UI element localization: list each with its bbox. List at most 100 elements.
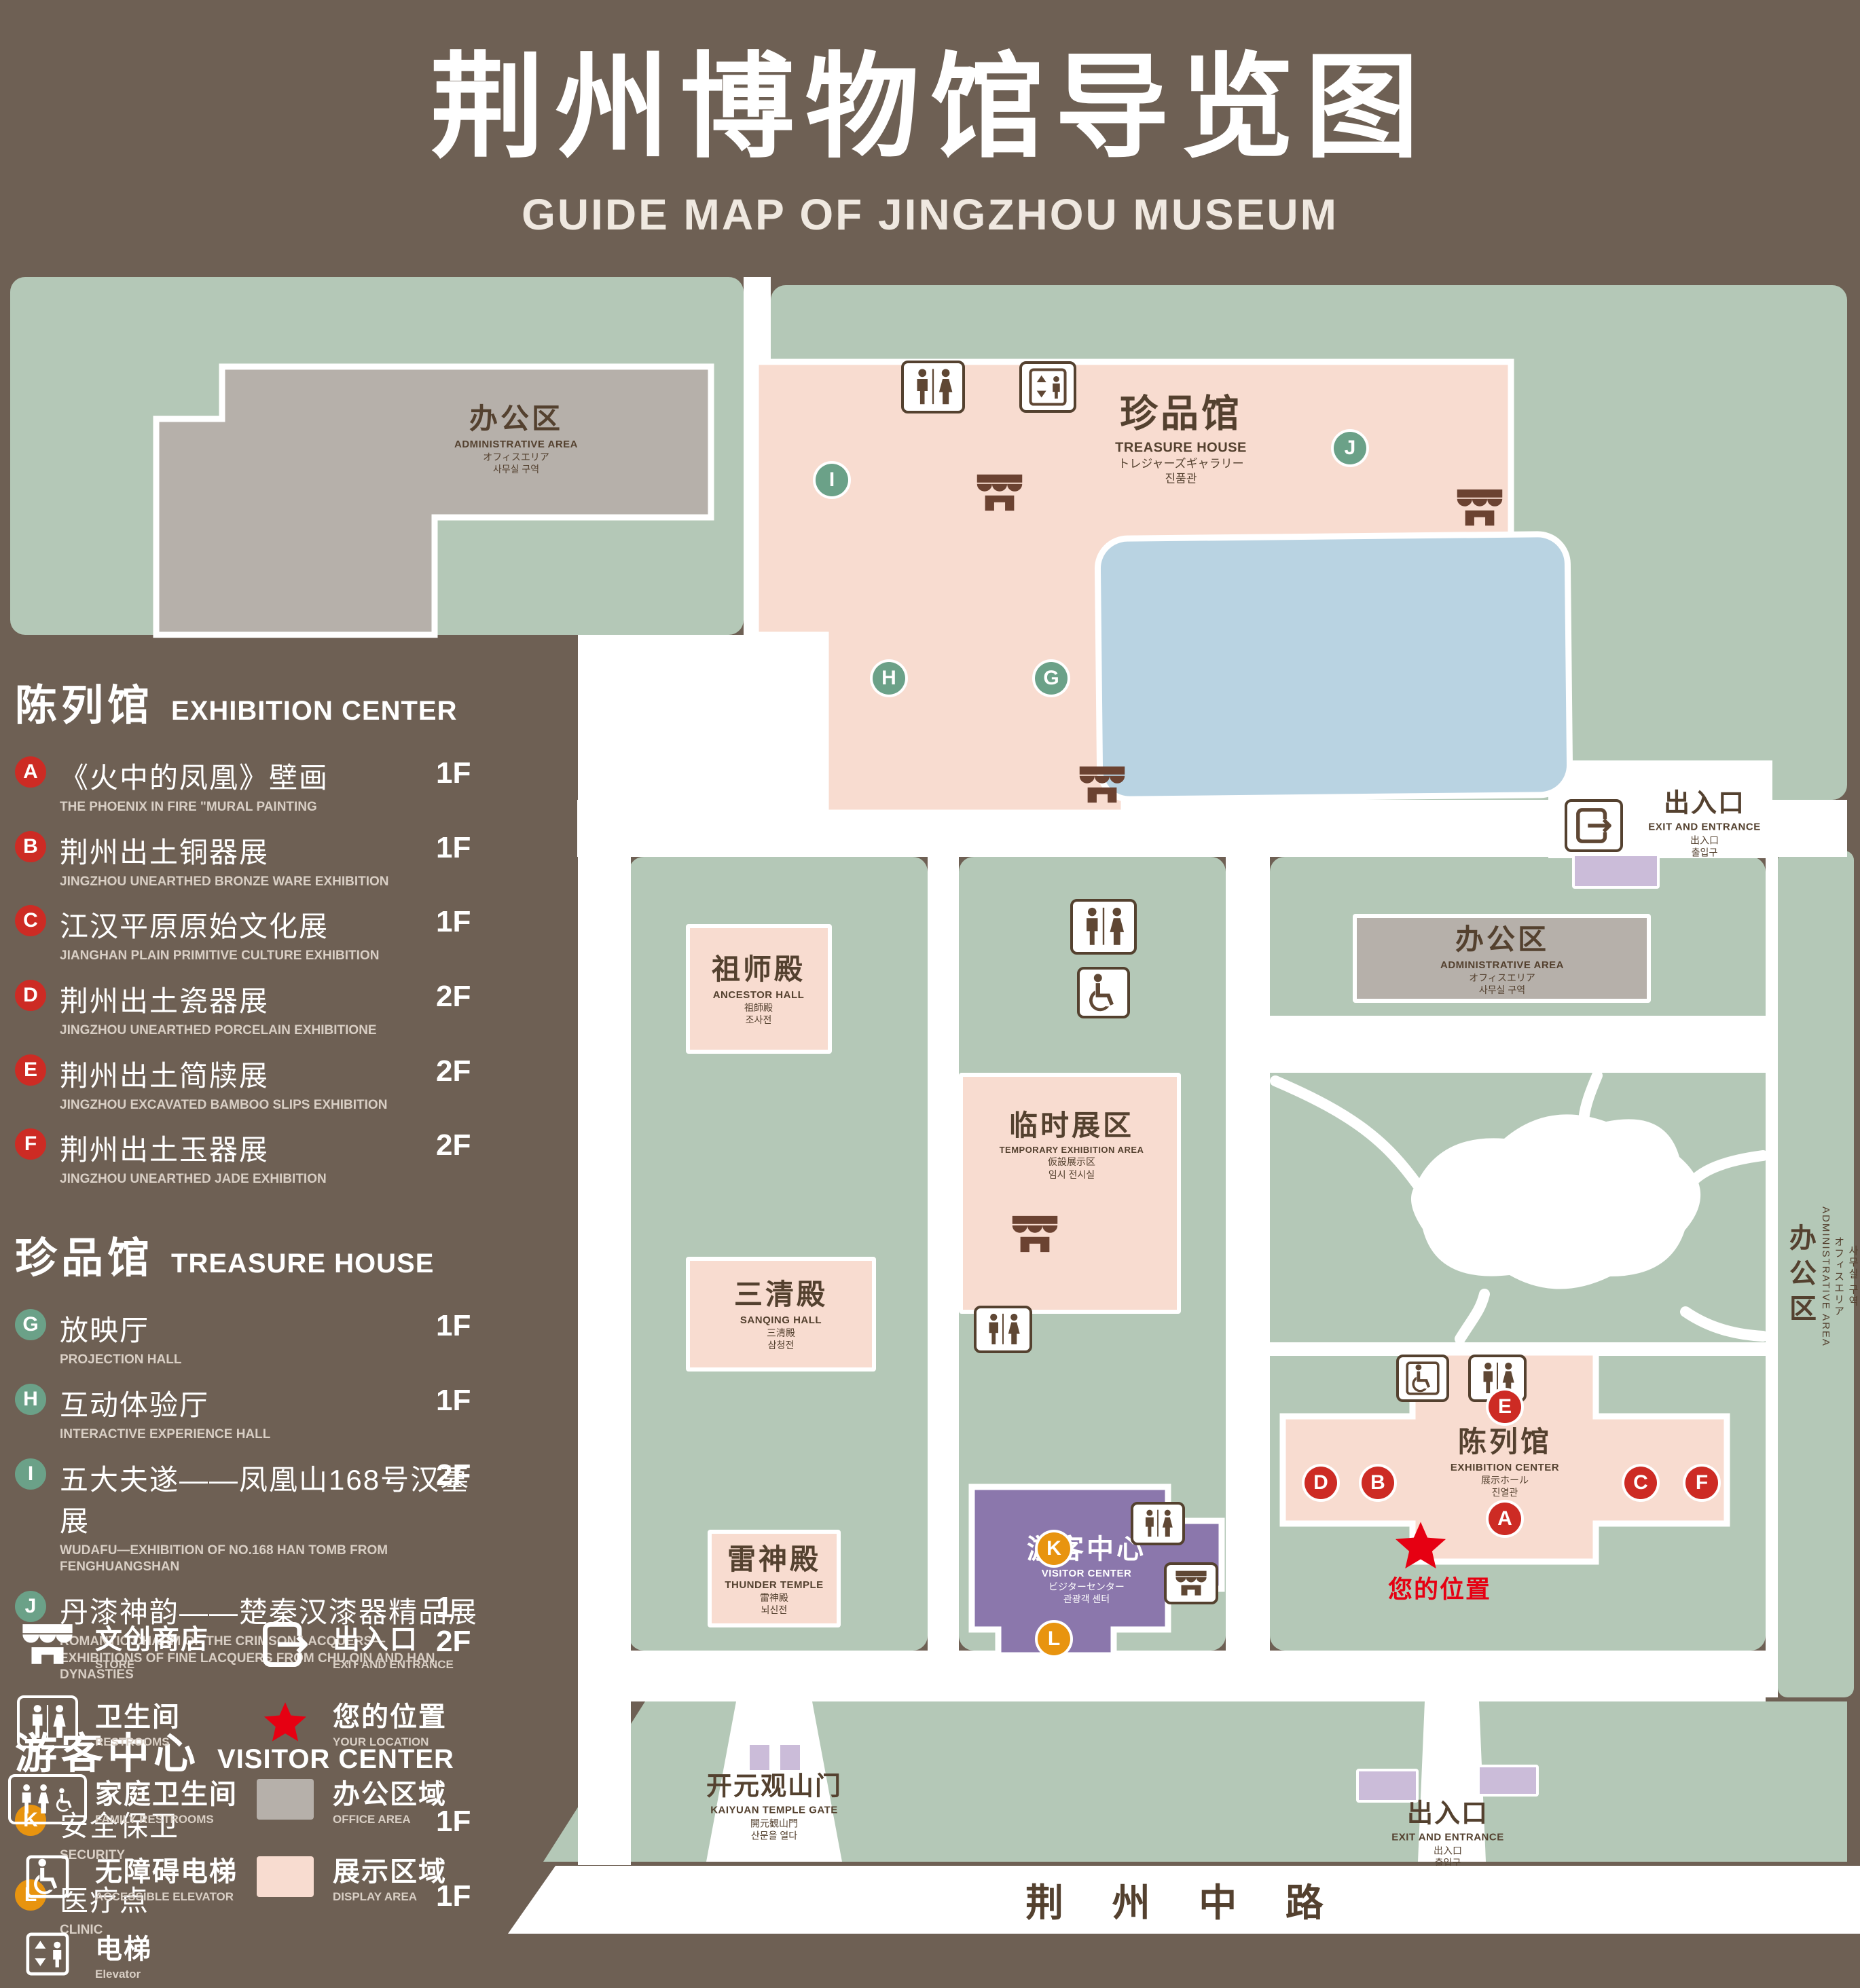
gate-pillar-left	[747, 1742, 772, 1773]
exit-bottom-platform-right	[1477, 1765, 1539, 1797]
legend-item-e: E 荆州出土简牍展 JINGZHOU EXCAVATED BAMBOO SLIP…	[15, 1053, 497, 1114]
map-marker-h: H	[873, 662, 905, 695]
path-exit-opening	[1418, 1701, 1486, 1862]
ancestor-hall-label: 祖师殿 ANCESTOR HALL 祖師殿 조사전	[711, 953, 806, 1026]
path-right-horizontal-2	[1270, 1342, 1766, 1356]
marker-i: I	[15, 1458, 46, 1490]
floor-label: 2F	[436, 1128, 471, 1162]
marker-j: J	[15, 1590, 46, 1622]
floor-label: 1F	[436, 1879, 471, 1913]
map-marker-c: C	[1624, 1467, 1657, 1499]
path-left-vertical	[578, 635, 631, 1865]
symbol-display-area: 展示区域 DISPLAY AREA	[253, 1849, 490, 1904]
symbol-elevator: 电梯 Elevator	[15, 1927, 253, 1981]
floor-label: 1F	[436, 756, 471, 790]
floor-label: 2F	[436, 1054, 471, 1088]
store-icon	[1009, 1213, 1061, 1255]
restroom-icon	[1070, 899, 1137, 955]
your-location-star-icon	[1394, 1521, 1447, 1570]
map-marker-e: E	[1489, 1391, 1521, 1423]
store-icon	[974, 472, 1025, 514]
accessible-elevator-icon	[15, 1855, 80, 1898]
symbol-family-restroom: 家庭卫生间 FAMILY RESTROOMS	[8, 1772, 253, 1826]
accessible-elevator-icon	[1396, 1355, 1449, 1402]
symbol-accessible-elevator: 无障碍电梯 ACCESSIBLE ELEVATOR	[15, 1849, 253, 1904]
store-icon	[15, 1621, 80, 1668]
location-star-icon	[253, 1701, 318, 1742]
road: 荆 州 中 路	[508, 1866, 1860, 1934]
store-icon	[1454, 487, 1506, 529]
admin-right-label: 办公区 ADMINISTRATIVE AREA オフィスエリア 사무실 구역	[1440, 923, 1564, 996]
symbol-exit: 出入口 EXIT AND ENTRANCE	[253, 1617, 490, 1672]
exit-bottom-label: 出入口 EXIT AND ENTRANCE 出入口 출입구	[1391, 1799, 1504, 1869]
zone-top-left	[10, 277, 744, 635]
floor-label: 1-2F	[436, 1590, 471, 1658]
legend-item-l: L 医疗点 CLINIC 1F	[15, 1878, 497, 1939]
floor-label: 1F	[436, 830, 471, 864]
marker-c: C	[15, 905, 46, 937]
path-mid-vertical-1	[928, 857, 959, 1651]
ancestor-hall-building	[686, 924, 832, 1054]
symbol-your-location: 您的位置 YOUR LOCATION	[253, 1695, 490, 1749]
gate-pillar-right	[778, 1742, 803, 1773]
restroom-icon	[901, 361, 965, 413]
zone-right-strip	[1778, 851, 1854, 1697]
marker-g: G	[15, 1309, 46, 1341]
elevator-icon	[15, 1932, 80, 1976]
temporary-exhibition-label: 临时展区 TEMPORARY EXHIBITION AREA 仮設展示区 임시 …	[999, 1109, 1144, 1180]
office-area-swatch	[253, 1779, 318, 1820]
map-marker-l: L	[1038, 1623, 1070, 1655]
legend-item-i: I 五大夫遂——凤凰山168号汉墓展 WUDAFU—EXHIBITION OF …	[15, 1457, 497, 1576]
map-marker-i: I	[816, 464, 848, 496]
map-marker-d: D	[1305, 1467, 1337, 1499]
floor-label: 1F	[436, 1383, 471, 1417]
legend-item-a: A 《火中的凤凰》壁画 THE PHOENIX IN FIRE "MURAL P…	[15, 755, 497, 816]
legend-item-g: G 放映厅 PROJECTION HALL 1F	[15, 1308, 497, 1369]
restroom-icon	[1131, 1502, 1185, 1545]
map-marker-j: J	[1334, 432, 1366, 464]
path-right-vertical	[1766, 851, 1778, 1697]
symbol-restroom: 卫生间 RESTROOMS	[15, 1695, 253, 1749]
path-right-horizontal-1	[1270, 1016, 1766, 1073]
symbol-office-area: 办公区域 OFFICE AREA	[253, 1772, 490, 1826]
legend-item-b: B 荆州出土铜器展 JINGZHOU UNEARTHED BRONZE WARE…	[15, 830, 497, 891]
legend-item-k: K 安全保卫 SECURITY 1F	[15, 1803, 497, 1864]
page-subtitle: GUIDE MAP OF JINGZHOU MUSEUM	[522, 190, 1338, 239]
floor-label: 2F	[436, 980, 471, 1014]
floor-label: 2F	[436, 1458, 471, 1492]
map-marker-a: A	[1489, 1503, 1521, 1535]
treasure-house-label: 珍品馆 TREASURE HOUSE トレジャーズギャラリー 진품관	[1115, 392, 1247, 485]
floor-label: 1F	[436, 1309, 471, 1343]
exit-right-label: 出入口 EXIT AND ENTRANCE 出入口 출입구	[1648, 789, 1761, 858]
legend-item-f: F 荆州出土玉器展 JINGZHOU UNEARTHED JADE EXHIBI…	[15, 1127, 497, 1188]
store-icon	[1076, 764, 1128, 806]
restroom-icon	[15, 1695, 80, 1748]
map-marker-b: B	[1362, 1467, 1394, 1499]
title-block: 荆州博物馆导览图 GUIDE MAP OF JINGZHOU MUSEUM	[0, 15, 1860, 240]
your-location-text: 您的位置	[1387, 1575, 1492, 1603]
marker-f: F	[15, 1128, 46, 1160]
map-marker-g: G	[1035, 662, 1068, 695]
thunder-temple-building	[708, 1530, 841, 1627]
road-name: 荆 州 中 路	[1025, 1881, 1343, 1924]
page-title: 荆州博物馆导览图	[430, 43, 1430, 171]
path-bottom-horizontal	[629, 1651, 1766, 1701]
marker-h: H	[15, 1383, 46, 1415]
gate-label: 开元观山门 KAIYUAN TEMPLE GATE 開元観山門 산문을 열다	[706, 1772, 843, 1841]
marker-b: B	[15, 830, 46, 862]
family-restroom-icon	[8, 1774, 87, 1824]
floor-label: 1F	[436, 1804, 471, 1838]
legend-item-h: H 互动体验厅 INTERACTIVE EXPERIENCE HALL 1F	[15, 1382, 497, 1443]
legend-item-d: D 荆州出土瓷器展 JINGZHOU UNEARTHED PORCELAIN E…	[15, 978, 497, 1039]
legend-symbols: 文创商店 STORE 出入口 EXIT AND ENTRANCE 卫生间 RES…	[8, 1617, 490, 1981]
map-marker-k: K	[1038, 1532, 1070, 1565]
exit-icon	[1565, 799, 1623, 852]
exhibition-center-label: 陈列馆 EXHIBITION CENTER 展示ホール 진열관	[1450, 1425, 1560, 1498]
path-mid-vertical-2	[1226, 857, 1270, 1651]
marker-e: E	[15, 1054, 46, 1086]
exit-right-platform	[1572, 853, 1660, 889]
